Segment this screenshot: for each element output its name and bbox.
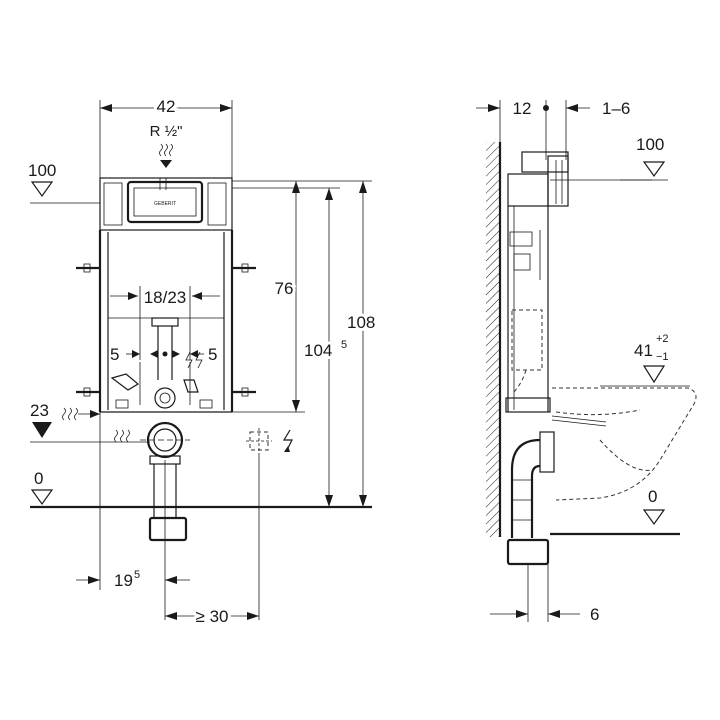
electrical-box xyxy=(246,428,293,620)
side-level-41-marker: 41 +2 −1 xyxy=(600,333,690,387)
dim-19-label: 19 xyxy=(114,571,133,590)
drain-pipe xyxy=(140,421,190,542)
dim-6-label: 6 xyxy=(590,605,599,624)
dim-19-5: 19 5 xyxy=(76,412,190,620)
side-level-41-plus: +2 xyxy=(656,333,669,345)
wall-hatch xyxy=(486,142,500,537)
vertical-dimensions: 76 104 5 108 xyxy=(232,180,378,507)
dim-104-label: 104 xyxy=(304,341,332,360)
level-100-label: 100 xyxy=(28,161,56,180)
dim-42-label: 42 xyxy=(157,97,176,116)
side-level-100-label: 100 xyxy=(636,135,664,154)
side-level-100-marker: 100 xyxy=(620,135,668,181)
wc-bowl-outline xyxy=(551,387,697,501)
level-23-marker: 23 xyxy=(30,401,150,443)
dim-5-pair: 5 5 xyxy=(110,345,217,364)
dim-108-label: 108 xyxy=(347,313,375,332)
dim-76-label: 76 xyxy=(275,279,294,298)
dim-min-30: ≥ 30 xyxy=(165,604,259,629)
electric-icon xyxy=(282,429,293,453)
side-drain-pipe xyxy=(506,431,555,566)
front-view: 42 R ½" 100 GEBERIT xyxy=(28,94,378,629)
dim-104-sup: 5 xyxy=(341,339,347,351)
brand-plate-label: GEBERIT xyxy=(154,201,176,207)
side-view: 12 1–6 100 41 xyxy=(476,99,697,624)
level-0-marker: 0 xyxy=(30,469,372,509)
dim-18-23-label: 18/23 xyxy=(144,288,187,307)
level-23-label: 23 xyxy=(30,401,49,420)
dim-min-30-label: ≥ 30 xyxy=(196,607,229,626)
thread-label: R ½" xyxy=(150,123,183,140)
level-100-marker: 100 xyxy=(28,161,100,204)
side-level-0-label: 0 xyxy=(648,487,657,506)
level-0-label: 0 xyxy=(34,469,43,488)
side-level-41-label: 41 xyxy=(634,341,653,360)
dim-18-23: 18/23 xyxy=(110,286,220,360)
dim-19-sup: 5 xyxy=(134,569,140,581)
dim-12-and-1-6: 12 1–6 xyxy=(476,99,630,160)
dim-5-left-label: 5 xyxy=(110,345,119,364)
cistern-body: GEBERIT xyxy=(99,177,233,231)
side-level-41-minus: −1 xyxy=(656,351,669,363)
width-dimension: 42 xyxy=(99,94,233,185)
dim-12-label: 12 xyxy=(513,99,532,118)
dim-6: 6 xyxy=(490,564,599,624)
dim-5-right-label: 5 xyxy=(208,345,217,364)
side-level-0-marker: 0 xyxy=(550,487,680,536)
dim-1-6-label: 1–6 xyxy=(602,99,630,118)
cistern-side xyxy=(505,151,652,413)
water-supply-icon xyxy=(159,143,173,168)
mounting-frame xyxy=(76,230,256,413)
